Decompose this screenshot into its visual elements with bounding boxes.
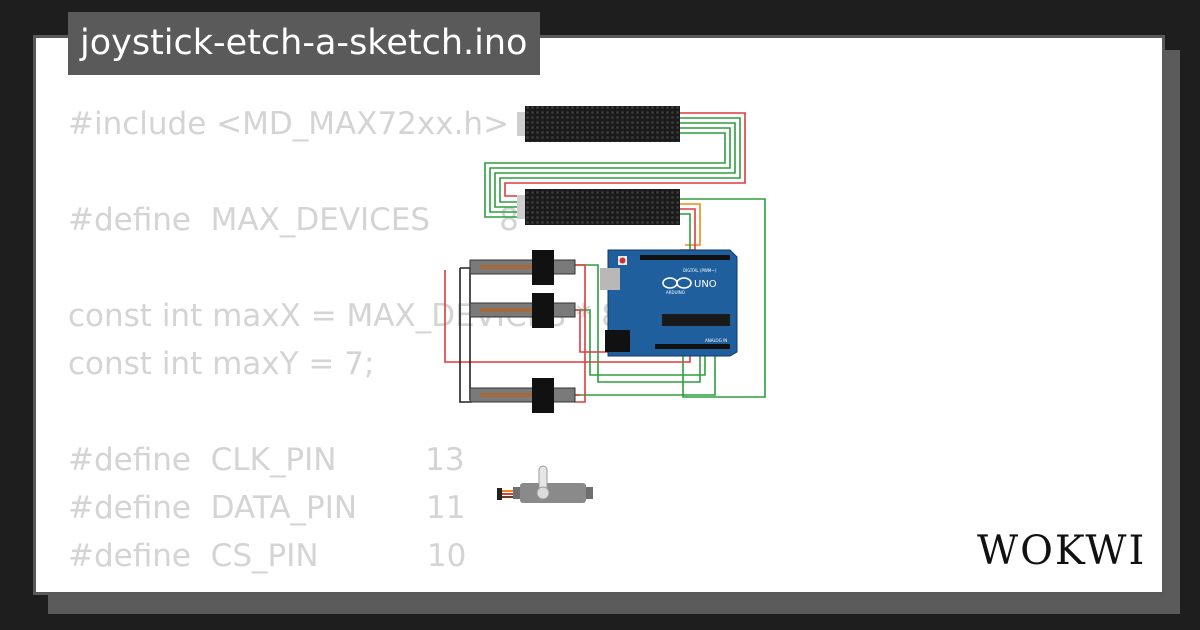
code-line: #define DATA_PIN 11 xyxy=(68,490,466,526)
led-matrix-top xyxy=(517,106,680,142)
code-line: #define CS_PIN 10 xyxy=(68,538,467,574)
arduino-digital-label: DIGITAL (PWM~) xyxy=(683,268,717,273)
code-line: const int maxY = 7; xyxy=(68,346,375,382)
slide-potentiometer-1 xyxy=(469,250,576,285)
arduino-uno-board: DIGITAL (PWM~) UNO ARDUINO ANALOG IN xyxy=(600,249,738,357)
wires xyxy=(444,112,766,403)
project-title: joystick-etch-a-sketch.ino xyxy=(68,12,541,75)
slide-potentiometer-3 xyxy=(469,378,576,413)
code-line: #include <MD_MAX72xx.h> xyxy=(68,106,510,142)
code-preview: #include <MD_MAX72xx.h> #define MAX_DEVI… xyxy=(68,100,682,580)
servo-motor xyxy=(497,465,593,503)
wokwi-logo-text: WOKWI xyxy=(977,528,1146,574)
wokwi-logo: WOKWI xyxy=(977,528,1146,574)
arduino-brand-label: ARDUINO xyxy=(666,290,685,295)
code-line: #define CLK_PIN 13 xyxy=(68,442,465,478)
arduino-analog-label: ANALOG IN xyxy=(705,338,727,343)
slide-potentiometer-2 xyxy=(469,293,576,328)
code-line: #define MAX_DEVICES 8 xyxy=(68,202,519,238)
led-matrix-bottom xyxy=(517,189,680,225)
arduino-model-label: UNO xyxy=(694,279,717,290)
